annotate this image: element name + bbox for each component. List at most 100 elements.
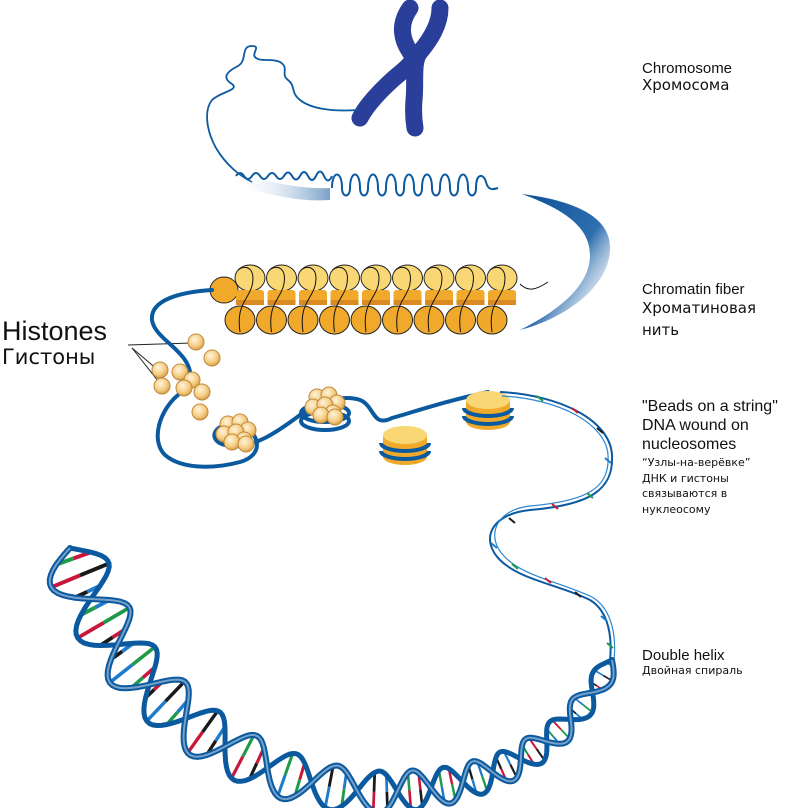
- base-pair: [131, 645, 157, 667]
- linker-dna: [489, 266, 506, 333]
- thin-base-pair: [508, 517, 516, 524]
- label-chromatin-ru-2: нить: [642, 321, 680, 339]
- lower-histone: [350, 305, 382, 335]
- thin-base-pair: [571, 407, 579, 414]
- label-histones: Histones Гистоны: [2, 318, 107, 370]
- label-beads-en-3: nucleosomes: [642, 436, 737, 454]
- thin-base-pair: [586, 492, 594, 499]
- histone-bead: [175, 379, 193, 397]
- lower-histone: [382, 305, 413, 335]
- label-chromosome-en: Chromosome: [642, 60, 733, 77]
- octamer-bead: [312, 406, 330, 424]
- thin-base-pair: [544, 577, 552, 584]
- linker-dna: [363, 266, 380, 333]
- label-helix-ru: Двойная спираль: [642, 664, 743, 678]
- dna-wrap: [462, 407, 514, 418]
- thin-strand-base-pairs: [490, 395, 614, 649]
- helix-backbone-strand: [46, 545, 617, 808]
- fiber-nucleosome-pair: [287, 264, 329, 335]
- coiled-fiber: [235, 170, 499, 197]
- base-pair: [102, 605, 131, 625]
- fiber-tail-dna: [519, 281, 549, 290]
- middle-plate-shade: [330, 300, 359, 305]
- nucleosome-top: [383, 426, 427, 444]
- histone-octamers: [215, 386, 351, 453]
- thin-base-pair: [596, 427, 604, 434]
- linker-dna: [269, 266, 285, 333]
- thin-base-pair: [574, 591, 582, 598]
- helix-backbone-strand: [67, 545, 615, 808]
- lower-histone: [319, 305, 350, 335]
- label-beads-on-string: "Beads on a string" DNA wound on nucleos…: [642, 397, 778, 518]
- fiber-nucleosome-pair: [319, 264, 360, 335]
- linker-dna: [426, 266, 443, 333]
- fiber-end-bead: [209, 276, 239, 304]
- histone-bead: [171, 363, 189, 381]
- base-pair: [283, 752, 295, 776]
- thin-base-pair: [490, 542, 498, 549]
- label-chromatin-ru-1: Хроматиновая: [642, 299, 757, 318]
- label-beads-en-2: DNA wound on: [642, 417, 749, 435]
- histone-octamer: [299, 386, 351, 432]
- base-pair: [164, 680, 186, 703]
- label-beads-en-1: "Beads on a string": [642, 398, 778, 415]
- linker-dna: [300, 266, 317, 333]
- thin-double-strand: [489, 391, 616, 661]
- middle-plate-shade: [299, 300, 327, 305]
- histone-bead: [153, 377, 171, 395]
- base-pair: [79, 561, 110, 578]
- helix-backbone-highlight: [48, 547, 615, 808]
- thin-base-pair: [536, 395, 544, 402]
- dna-wrap: [379, 442, 431, 453]
- nucleosomes: [379, 391, 514, 465]
- fiber-nucleosome-pair: [382, 264, 423, 335]
- lower-histone: [287, 305, 319, 335]
- free-histones: [151, 333, 221, 421]
- base-pair: [372, 791, 376, 808]
- base-pair: [201, 709, 220, 733]
- lower-histone: [413, 305, 445, 335]
- label-chromatin-en: Chromatin fiber: [642, 281, 745, 298]
- lower-histone: [224, 305, 256, 335]
- histone-bead: [191, 403, 209, 421]
- lower-histone: [476, 305, 508, 335]
- double-helix: [46, 545, 617, 808]
- label-beads-ru-3: связываются в: [642, 487, 728, 501]
- chromatin-strand: [206, 45, 359, 183]
- fiber-nucleosome-pair: [413, 264, 455, 335]
- middle-plate-shade: [267, 300, 296, 305]
- thin-base-pair: [551, 503, 559, 510]
- label-chromosome: Chromosome Хромосома: [642, 60, 732, 95]
- chromosome: [351, 0, 449, 137]
- fiber-swoosh: [520, 194, 611, 330]
- octamer-bead: [223, 433, 241, 451]
- label-beads-ru-1: “Узлы-на-верёвке”: [642, 455, 751, 469]
- beads-dna-string: [149, 288, 490, 469]
- base-pair: [186, 730, 205, 754]
- histone-bead: [151, 361, 169, 379]
- linker-dna: [395, 266, 411, 333]
- middle-plate-shade: [236, 300, 264, 305]
- octamer-bead: [326, 408, 344, 426]
- label-helix-en: Double helix: [642, 647, 725, 664]
- label-histones-ru: Гистоны: [2, 345, 96, 369]
- base-pair: [276, 774, 287, 797]
- thin-base-pair: [511, 563, 519, 570]
- middle-plate-shade: [488, 300, 516, 305]
- label-chromosome-ru: Хромосома: [642, 76, 730, 95]
- nucleosome: [462, 391, 514, 430]
- middle-plate-shade: [456, 300, 485, 305]
- chromatin-fiber: [209, 264, 549, 335]
- lower-histone: [256, 305, 287, 335]
- middle-plate-shade: [393, 300, 422, 305]
- dna-wrap: [462, 415, 514, 426]
- nucleosome-top: [466, 391, 510, 409]
- fiber-nucleosome-pair: [224, 264, 266, 335]
- thin-base-pair: [600, 615, 608, 622]
- base-pair: [230, 755, 245, 779]
- histone-bead: [193, 383, 211, 401]
- middle-plate-shade: [362, 300, 390, 305]
- thin-base-pair: [604, 457, 612, 464]
- fiber-nucleosome-pair: [476, 264, 518, 335]
